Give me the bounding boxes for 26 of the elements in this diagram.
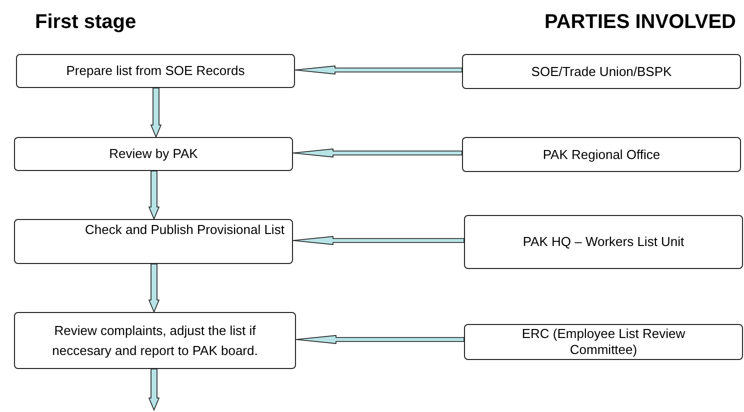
box-text: Review by PAK — [108, 145, 199, 164]
process-box — [16, 54, 295, 88]
column-heading: PARTIES INVOLVED — [544, 12, 736, 32]
process-box — [462, 137, 741, 172]
block-arrow — [292, 148, 462, 158]
block-arrow — [148, 264, 160, 314]
box-text: Check and Publish Provisional List — [85, 221, 286, 239]
box-text: ERC (Employee List Review Committee) — [520, 326, 686, 358]
block-arrow — [292, 236, 464, 245]
column-heading: First stage — [35, 12, 136, 32]
process-box — [464, 324, 743, 360]
process-box — [462, 54, 741, 89]
process-box — [14, 219, 293, 264]
box-text: PAK HQ – Workers List Unit — [522, 233, 686, 252]
box-text: Prepare list from SOE Records — [65, 62, 246, 80]
box-text: SOE/Trade Union/BSPK — [530, 62, 673, 81]
block-arrow — [148, 170, 160, 220]
block-arrow — [150, 88, 162, 138]
box-text: Review complaints, adjust the list if neccesary and report to PAK board. — [51, 322, 259, 360]
block-arrow — [294, 66, 462, 74]
process-box — [14, 312, 296, 369]
process-box — [464, 215, 743, 269]
process-box — [14, 137, 293, 171]
block-arrow — [148, 368, 160, 412]
block-arrow — [296, 335, 464, 344]
box-text: PAK Regional Office — [542, 146, 662, 164]
